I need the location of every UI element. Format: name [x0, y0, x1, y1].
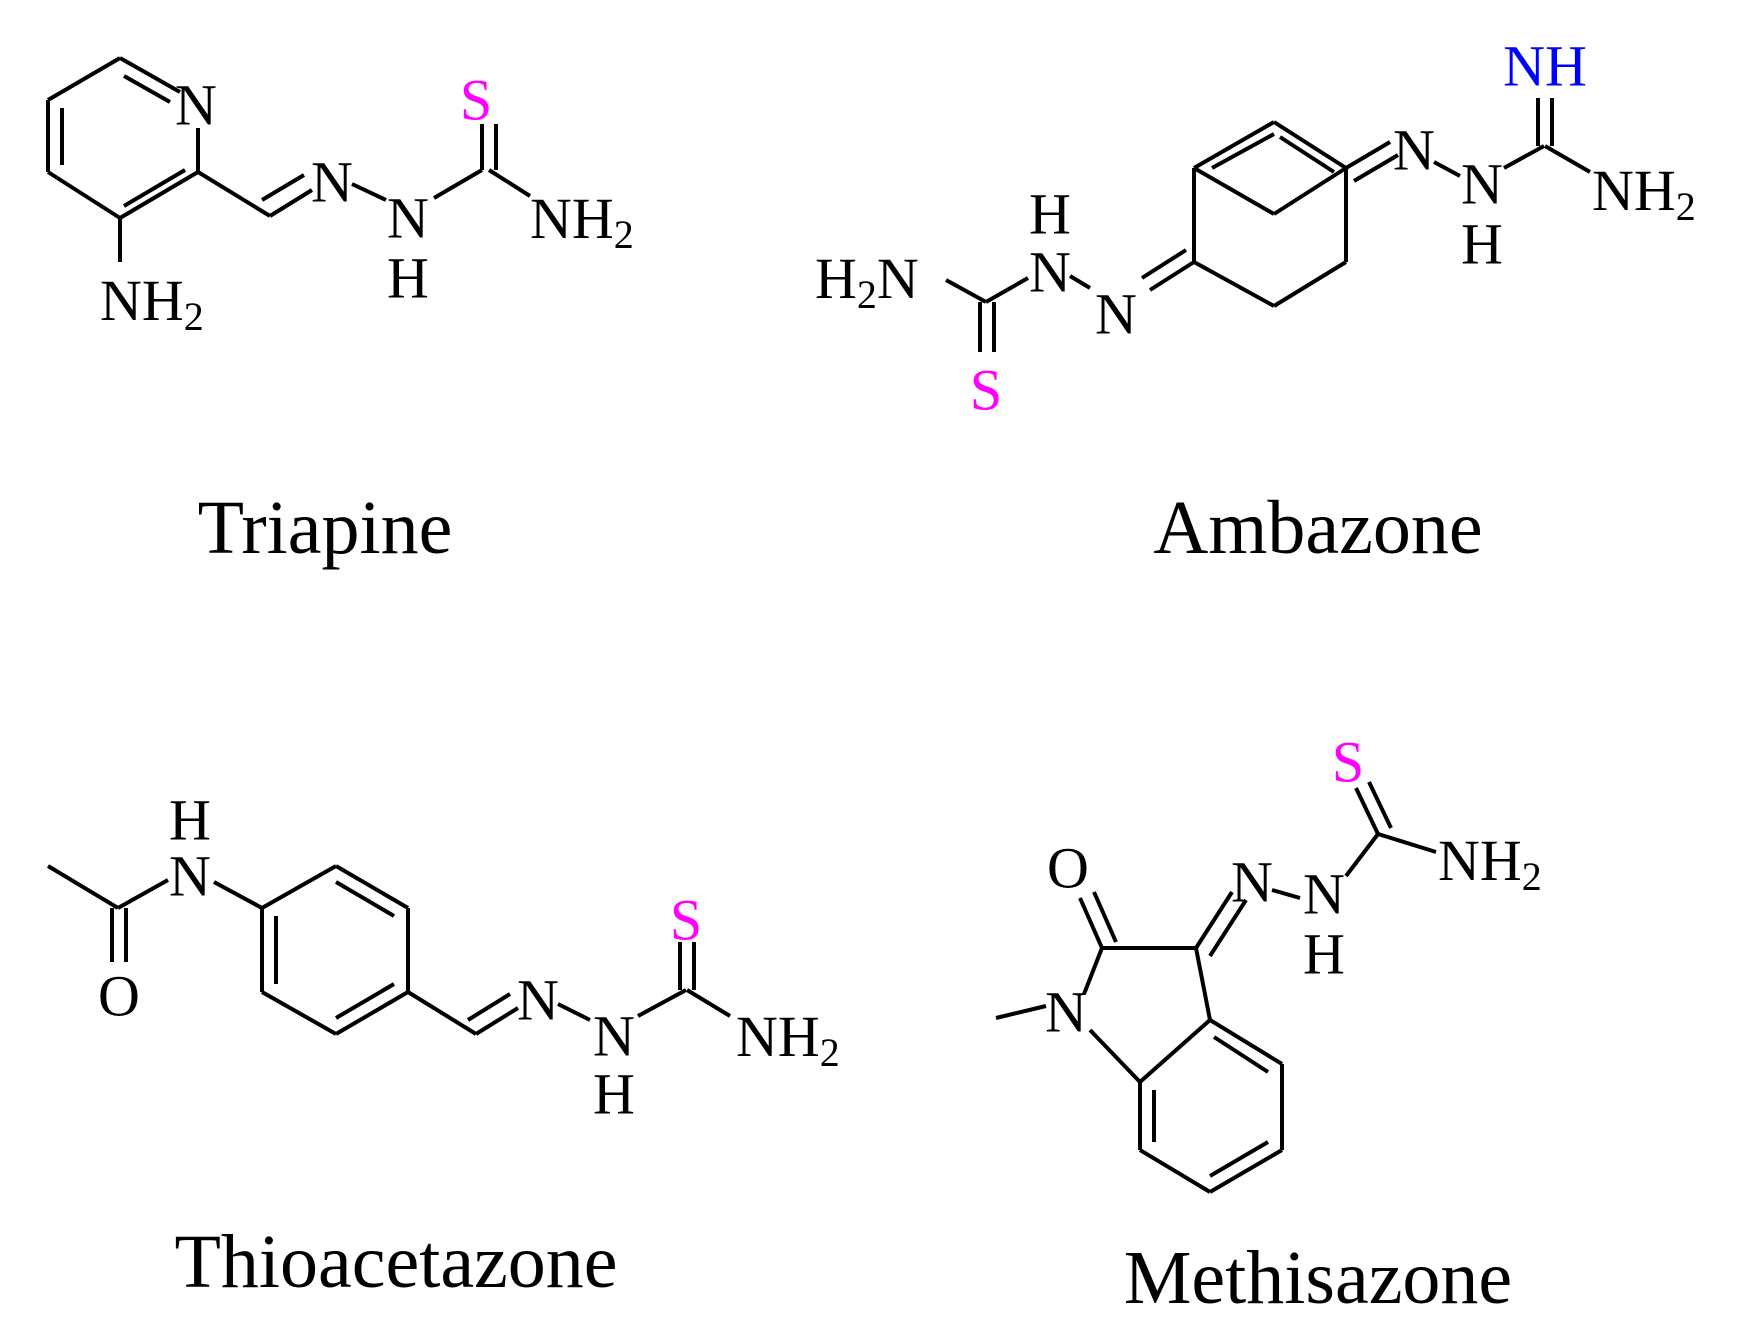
- molecule-triapine: N S N N H NH2 NH2 Triapine: [46, 56, 634, 570]
- thioacetazone-amide-h: H: [169, 788, 211, 853]
- triapine-h: H: [387, 246, 429, 311]
- triapine-c-nh2-bond: [487, 168, 532, 198]
- ambazone-name: Ambazone: [1153, 486, 1482, 570]
- methisazone-c-nh2-bond: [1377, 832, 1437, 854]
- thioacetazone-sulfur: S: [670, 888, 702, 953]
- thioacetazone-ch-n-double: [474, 1006, 520, 1036]
- thioacetazone-n-ring-bond: [213, 880, 263, 910]
- thioacetazone-name: Thioacetazone: [174, 1220, 617, 1304]
- thioacetazone-ch-bond: [406, 990, 478, 1036]
- methisazone-n-n-bond: [1271, 888, 1301, 900]
- thioacetazone-amide-n: N: [169, 844, 211, 909]
- molecule-methisazone: O N N N H S NH2 Methisazone: [995, 730, 1542, 1320]
- triapine-ch-n-double-bond-2: [260, 173, 306, 202]
- ambazone-ring-bonds: [1192, 120, 1348, 308]
- methisazone-oxygen: O: [1047, 836, 1089, 901]
- ambazone-c-nh2-bond-right: [1543, 144, 1592, 174]
- methisazone-c2-o-bond-2: [1092, 891, 1118, 943]
- thioacetazone-n2: N: [593, 1004, 635, 1069]
- methisazone-c3-c3a-bond: [1194, 947, 1212, 1021]
- ambazone-nh-n: N: [1029, 240, 1071, 305]
- ambazone-n-right: N: [1393, 118, 1435, 183]
- ambazone-imine: NH: [1503, 34, 1587, 99]
- triapine-name: Triapine: [198, 486, 453, 570]
- methisazone-sulfur: S: [1332, 730, 1364, 795]
- ambazone-ring-n-double-right: [1344, 140, 1392, 170]
- methisazone-n-c7a-bond: [1088, 1028, 1142, 1084]
- methisazone-benzene-bonds: [1138, 1018, 1284, 1194]
- thioacetazone-nh-c-bond: [637, 988, 687, 1018]
- triapine-n-n-bond: [351, 182, 387, 202]
- ambazone-nh-c-bond-right: [1503, 144, 1545, 170]
- ambazone-nh-c-bond: [985, 276, 1029, 304]
- triapine-nh-c-bond: [432, 168, 484, 200]
- thioacetazone-n-n-bond: [557, 1002, 591, 1022]
- methisazone-methyl-bond: [995, 1004, 1047, 1020]
- ambazone-sulfur: S: [970, 358, 1002, 423]
- molecule-thioacetazone: H N O S N N H NH2 Thioacetazone: [46, 788, 840, 1304]
- methisazone-c-s-bond-2: [1367, 781, 1393, 829]
- thioacetazone-methyl-bond: [46, 864, 120, 910]
- thioacetazone-nh2: NH2: [736, 1004, 840, 1075]
- triapine-sulfur: S: [460, 68, 492, 133]
- ambazone-nh-h: H: [1029, 182, 1071, 247]
- methisazone-n-c2-bond: [1082, 947, 1104, 995]
- triapine-nh2: NH2: [530, 186, 634, 257]
- methisazone-n1: N: [1231, 850, 1273, 915]
- ambazone-n-n-bond-right: [1433, 160, 1461, 178]
- methisazone-c3-n-double: [1194, 890, 1234, 950]
- ambazone-h-right: H: [1461, 212, 1503, 277]
- thioacetazone-ring-bonds: [260, 864, 410, 1036]
- triapine-ring-bonds: [46, 56, 200, 220]
- methisazone-name: Methisazone: [1124, 1236, 1512, 1320]
- thioacetazone-c-nh2-bond: [685, 988, 732, 1018]
- molecule-ambazone: H2N H N N S N N H NH NH2 Ambazone: [815, 34, 1696, 571]
- methisazone-ring-n: N: [1045, 980, 1087, 1045]
- ambazone-n-right2: N: [1461, 152, 1503, 217]
- methisazone-nh2: NH2: [1438, 828, 1542, 899]
- triapine-ring-n: N: [175, 73, 217, 138]
- ambazone-h2n: H2N: [815, 246, 919, 317]
- triapine-n2: N: [387, 186, 429, 251]
- methisazone-c2-o-bond: [1078, 897, 1104, 949]
- ambazone-ring-n-double-left: [1148, 260, 1196, 292]
- triapine-amino: NH2: [100, 268, 204, 339]
- thioacetazone-ch-n-double-2: [466, 992, 512, 1022]
- thioacetazone-oxygen: O: [98, 964, 140, 1029]
- methisazone-c3-n-double-2: [1208, 898, 1248, 958]
- triapine-ch-n-double-bond: [268, 188, 314, 218]
- ambazone-c-nh2-bond: [945, 278, 987, 304]
- ambazone-ring-n-double-right-2: [1352, 153, 1400, 183]
- ambazone-nh2: NH2: [1592, 158, 1696, 229]
- methisazone-n2: N: [1303, 862, 1345, 927]
- triapine-n1: N: [311, 150, 353, 215]
- methisazone-c-s-bond: [1354, 787, 1380, 835]
- triapine-ch-bond: [196, 170, 272, 218]
- ambazone-n-eq: N: [1095, 282, 1137, 347]
- ambazone-ring-n-double-left-2: [1140, 248, 1188, 280]
- methisazone-nh-c-bond: [1344, 832, 1380, 878]
- methisazone-h: H: [1303, 922, 1345, 987]
- ambazone-n-n-bond-left: [1068, 274, 1092, 290]
- thioacetazone-n1: N: [517, 968, 559, 1033]
- thioacetazone-h: H: [593, 1062, 635, 1127]
- thioacetazone-c-n-bond: [117, 878, 169, 910]
